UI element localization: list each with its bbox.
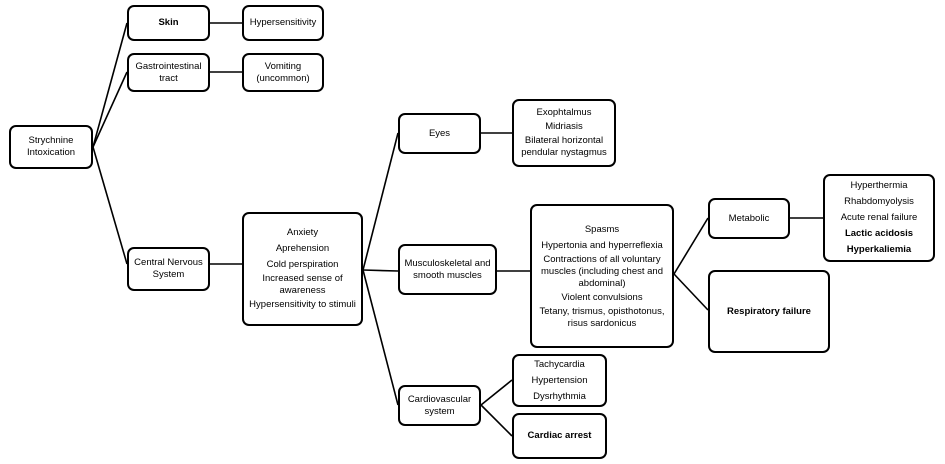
node-central-nervous-system: Central Nervous System xyxy=(127,247,210,291)
link-cns-musc xyxy=(362,269,399,272)
node-vomiting: Vomiting (uncommon) xyxy=(242,53,324,92)
link-root-gi xyxy=(92,71,128,148)
node-musculoskeletal-effects: Spasms Hypertonia and hyperreflexia Cont… xyxy=(530,204,674,348)
node-skin: Skin xyxy=(127,5,210,41)
node-cardiac-arrest: Cardiac arrest xyxy=(512,413,607,459)
node-eyes-effects: Exophtalmus Midriasis Bilateral horizont… xyxy=(512,99,616,167)
link-root-skin xyxy=(92,22,128,148)
node-cardiovascular-effects: Tachycardia Hypertension Dysrhythmia xyxy=(512,354,607,407)
link-cns-cardio xyxy=(362,269,399,406)
link-cardio-effects xyxy=(480,379,513,406)
node-eyes: Eyes xyxy=(398,113,481,154)
node-metabolic-effects: Hyperthermia Rhabdomyolysis Acute renal … xyxy=(823,174,935,262)
node-cardiovascular-system: Cardiovascular system xyxy=(398,385,481,426)
node-gastrointestinal-tract: Gastrointestinal tract xyxy=(127,53,210,92)
node-strychnine-intoxication: Strychnine Intoxication xyxy=(9,125,93,169)
node-metabolic: Metabolic xyxy=(708,198,790,239)
node-skin-hypersensitivity: Hypersensitivity xyxy=(242,5,324,41)
link-cns-eyes xyxy=(362,132,399,271)
link-root-cns xyxy=(92,146,128,265)
node-musculoskeletal: Musculoskeletal and smooth muscles xyxy=(398,244,497,295)
node-cns-effects: Anxiety Aprehension Cold perspiration In… xyxy=(242,212,363,326)
link-musc-respiratory xyxy=(673,273,709,311)
link-cardio-arrest xyxy=(480,404,513,437)
node-respiratory-failure: Respiratory failure xyxy=(708,270,830,353)
link-musc-metabolic xyxy=(673,217,709,275)
